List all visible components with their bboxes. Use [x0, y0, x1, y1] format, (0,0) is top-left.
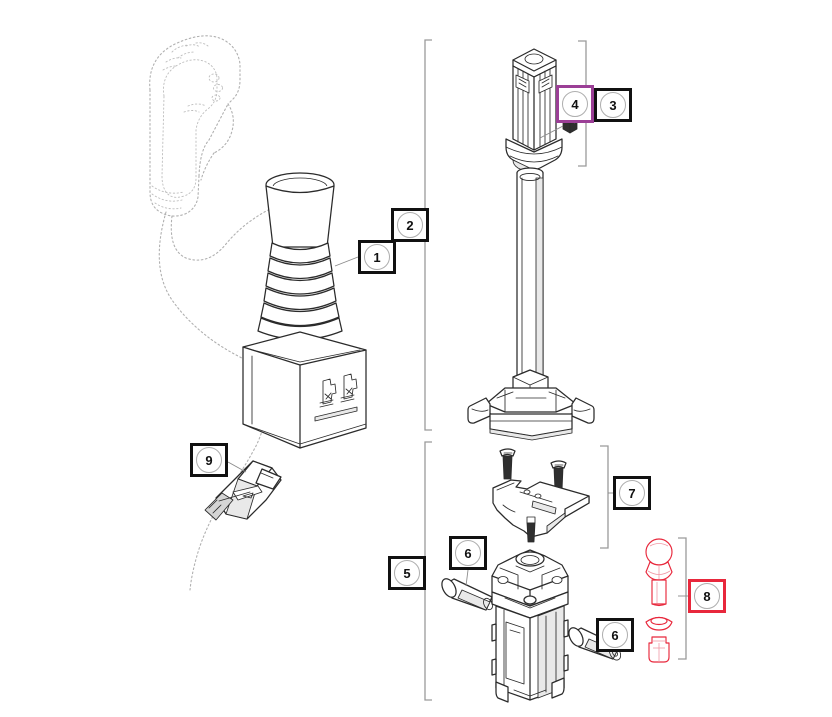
callout-number: 5 [403, 565, 411, 581]
base-decals [314, 373, 358, 422]
mounting-plate-screws [492, 448, 590, 543]
callout-box-9[interactable]: 9 [190, 443, 228, 477]
callout-number: 2 [406, 217, 414, 233]
hand-grip-handle [505, 48, 563, 177]
joystick-lever-assembly [242, 172, 367, 449]
callout-ring: 6 [455, 540, 481, 566]
callout-box-6-lower[interactable]: 6 [596, 618, 634, 652]
control-valve-body [491, 549, 569, 703]
callout-number: 7 [628, 485, 636, 501]
callout-ring: 7 [619, 480, 645, 506]
callout-ring: 1 [364, 244, 390, 270]
callout-ring: 9 [196, 447, 222, 473]
callout-box-6[interactable]: 6 [449, 536, 487, 570]
callout-box-4[interactable]: 4 [556, 85, 594, 123]
bracket-group-plate [600, 445, 609, 549]
callout-number: 6 [464, 545, 472, 561]
callout-ring: 6 [602, 622, 628, 648]
callout-ring: 5 [394, 560, 420, 586]
callout-box-1[interactable]: 1 [358, 240, 396, 274]
callout-number: 9 [205, 452, 213, 468]
callout-box-3[interactable]: 3 [594, 88, 632, 122]
callout-ring: 8 [694, 583, 720, 609]
clevis-pin-upper [441, 578, 493, 611]
bracket-group-ballstud [678, 537, 687, 660]
callout-ring: 4 [562, 91, 588, 117]
callout-box-5[interactable]: 5 [388, 556, 426, 590]
callout-box-2[interactable]: 2 [391, 208, 429, 242]
callout-ring: 2 [397, 212, 423, 238]
callout-box-8[interactable]: 8 [688, 579, 726, 613]
callout-number: 1 [373, 249, 381, 265]
electrical-connector-plug [204, 460, 282, 521]
callout-box-7[interactable]: 7 [613, 476, 651, 510]
callout-number: 8 [703, 588, 711, 604]
callout-number: 6 [611, 627, 619, 643]
shaft-base-plate [467, 369, 595, 441]
callout-number: 4 [571, 96, 579, 112]
callout-ring: 3 [600, 92, 626, 118]
callout-number: 3 [609, 97, 617, 113]
ball-stud-kit [645, 538, 673, 663]
joystick-shaft [516, 167, 544, 386]
